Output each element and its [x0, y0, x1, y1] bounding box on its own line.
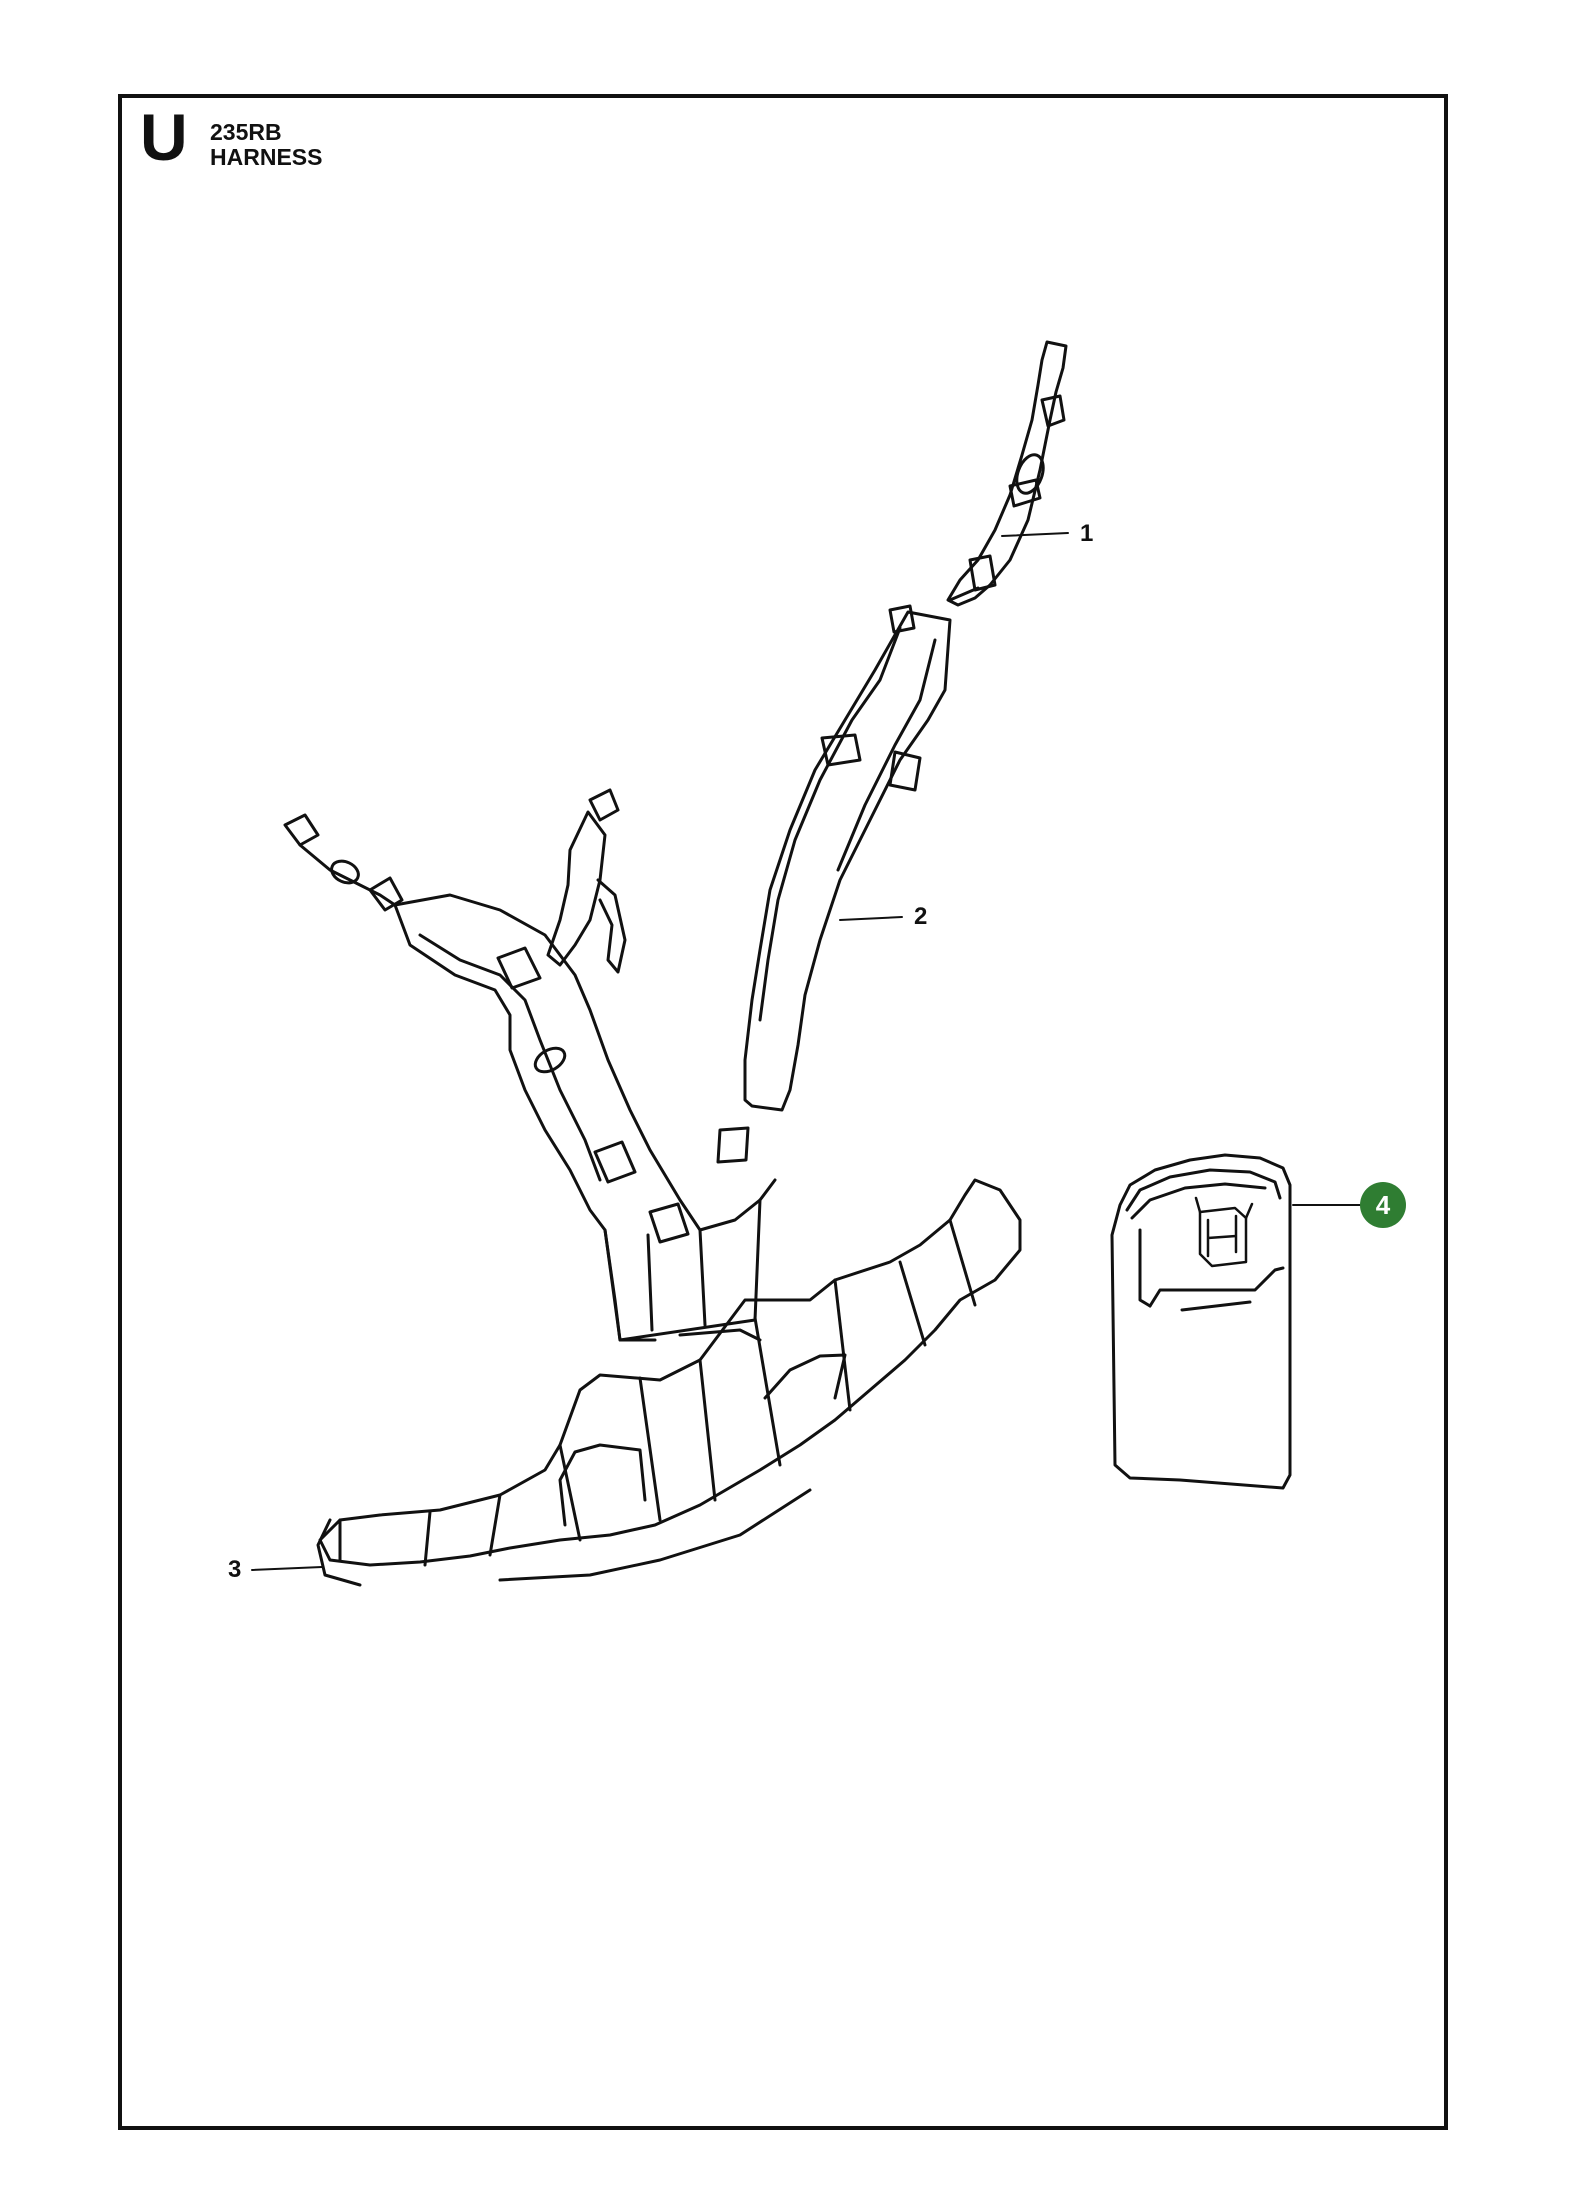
- callout-3: 3: [228, 1556, 242, 1583]
- brand-logo: [1194, 1196, 1254, 1268]
- part-3-hip-pad: [316, 1178, 1022, 1587]
- model-number: 235RB: [210, 119, 282, 145]
- drawing-frame: [118, 94, 1448, 2130]
- part-4-label-decal: [1110, 1153, 1292, 1490]
- leader-2: [839, 916, 903, 921]
- page-title: HARNESS: [210, 144, 323, 170]
- leader-1: [1001, 532, 1069, 537]
- part-2-harness-yoke: [283, 604, 952, 1342]
- callout-2: 2: [914, 903, 928, 930]
- section-letter: U: [140, 100, 188, 174]
- callout-1: 1: [1080, 520, 1094, 547]
- callout-leaders: [251, 532, 1363, 1571]
- leader-3: [251, 1566, 323, 1571]
- part-1-shoulder-strap: [946, 340, 1068, 607]
- callout-4-badge: 4: [1360, 1182, 1406, 1228]
